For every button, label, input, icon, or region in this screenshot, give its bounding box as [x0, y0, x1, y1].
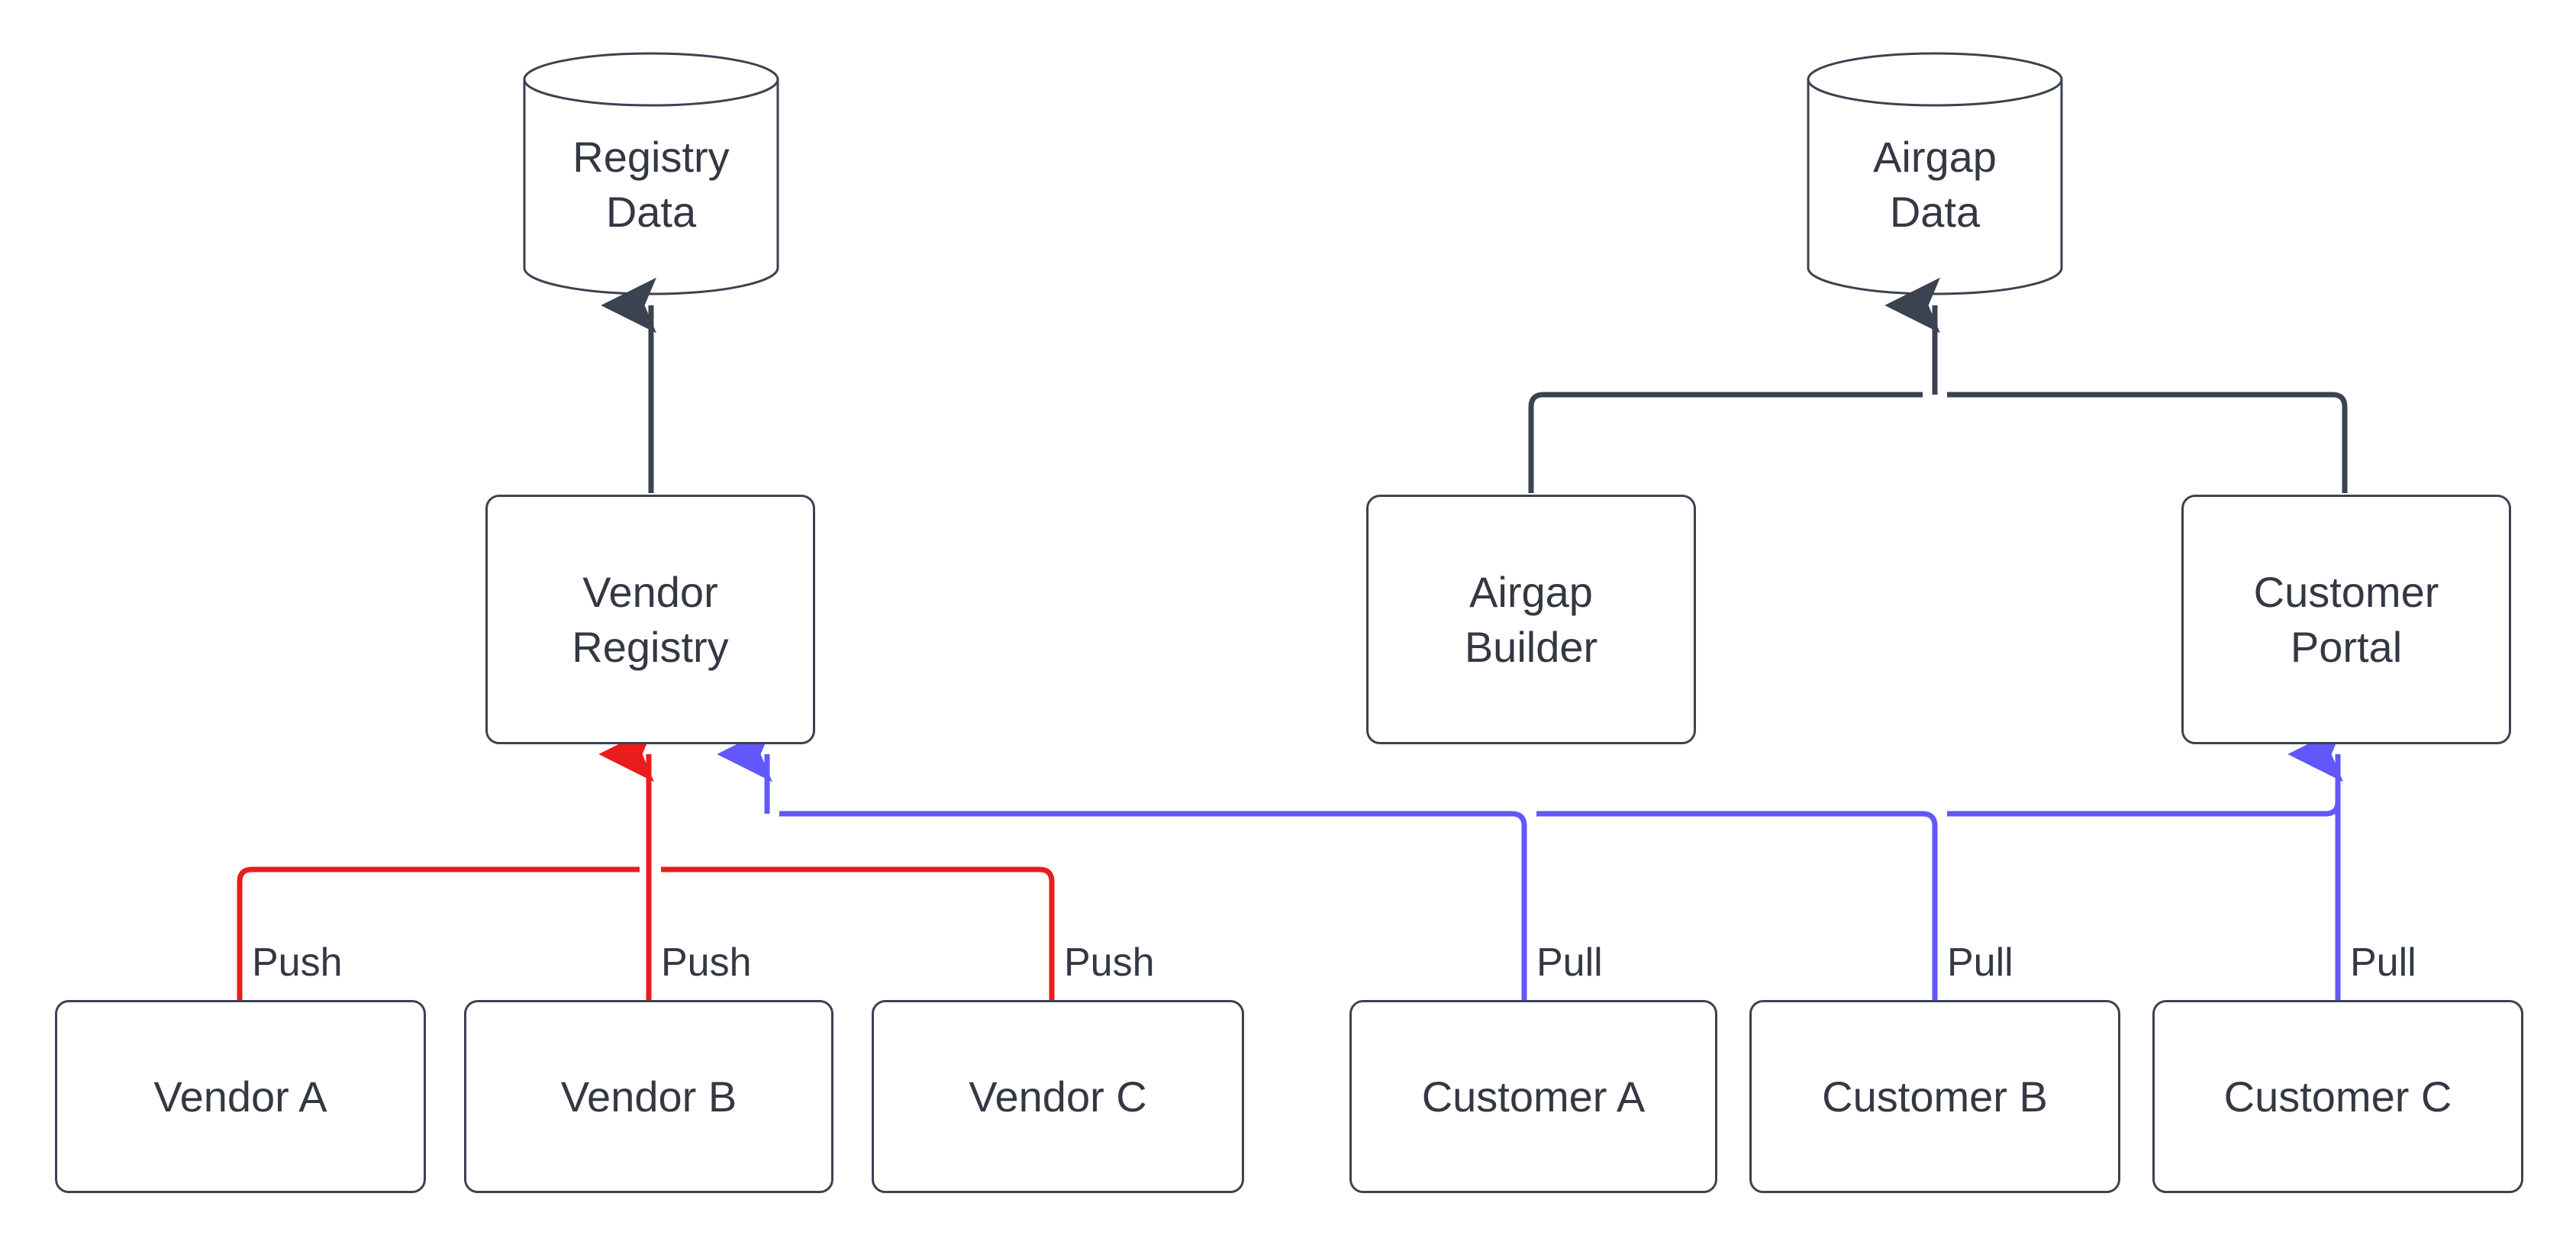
registry-data-node: Registry Data: [524, 79, 778, 294]
edge-pull-bar-right: [1947, 801, 2341, 817]
vendor-b-label: Vendor B: [560, 1072, 737, 1121]
vendor-registry-label-line1: Vendor: [582, 567, 718, 616]
edge-customer-b-pull: [1536, 811, 1938, 1000]
customer-c-node[interactable]: Customer C: [2152, 1000, 2523, 1193]
edge-label-push-c: Push: [1064, 940, 1155, 985]
vendor-c-node[interactable]: Vendor C: [872, 1000, 1244, 1193]
edge-label-push-a: Push: [252, 940, 343, 985]
airgap-builder-node[interactable]: Airgap Builder: [1366, 495, 1696, 744]
customer-portal-label-line1: Customer: [2253, 567, 2439, 616]
edge-airgap-builder-to-airgap-data: [1528, 392, 1923, 493]
registry-data-cylinder-shape: [523, 52, 779, 295]
airgap-data-cylinder-shape: [1807, 52, 2063, 295]
customer-portal-node[interactable]: Customer Portal: [2181, 495, 2511, 744]
customer-a-label: Customer A: [1421, 1072, 1646, 1121]
vendor-a-node[interactable]: Vendor A: [55, 1000, 426, 1193]
customer-b-node[interactable]: Customer B: [1749, 1000, 2120, 1193]
edge-vendor-c-push: [661, 866, 1055, 1000]
vendor-c-label: Vendor C: [969, 1072, 1147, 1121]
edge-label-pull-a: Pull: [1536, 940, 1603, 985]
registry-data-label-line2: Data: [605, 187, 697, 236]
airgap-builder-label-line2: Builder: [1464, 622, 1598, 671]
edge-customer-portal-to-airgap-data: [1947, 392, 2348, 493]
customer-c-label: Customer C: [2223, 1072, 2452, 1121]
airgap-data-label-line1: Airgap: [1873, 132, 1997, 181]
edge-label-pull-c: Pull: [2350, 940, 2416, 985]
airgap-data-label-line2: Data: [1889, 187, 1981, 236]
vendor-a-label: Vendor A: [153, 1072, 327, 1121]
customer-b-label: Customer B: [1822, 1072, 2048, 1121]
edge-vendor-a-push: [237, 866, 640, 1000]
airgap-data-node: Airgap Data: [1808, 79, 2062, 294]
registry-data-label-line1: Registry: [572, 132, 730, 181]
vendor-registry-node[interactable]: Vendor Registry: [485, 495, 815, 744]
customer-portal-label-line2: Portal: [2290, 622, 2403, 671]
airgap-builder-label-line1: Airgap: [1469, 567, 1593, 616]
edge-label-pull-b: Pull: [1947, 940, 2013, 985]
edge-label-push-b: Push: [661, 940, 752, 985]
vendor-b-node[interactable]: Vendor B: [464, 1000, 833, 1193]
edge-customer-a-pull: [779, 811, 1527, 1000]
vendor-registry-label-line2: Registry: [572, 622, 729, 671]
customer-a-node[interactable]: Customer A: [1349, 1000, 1717, 1193]
